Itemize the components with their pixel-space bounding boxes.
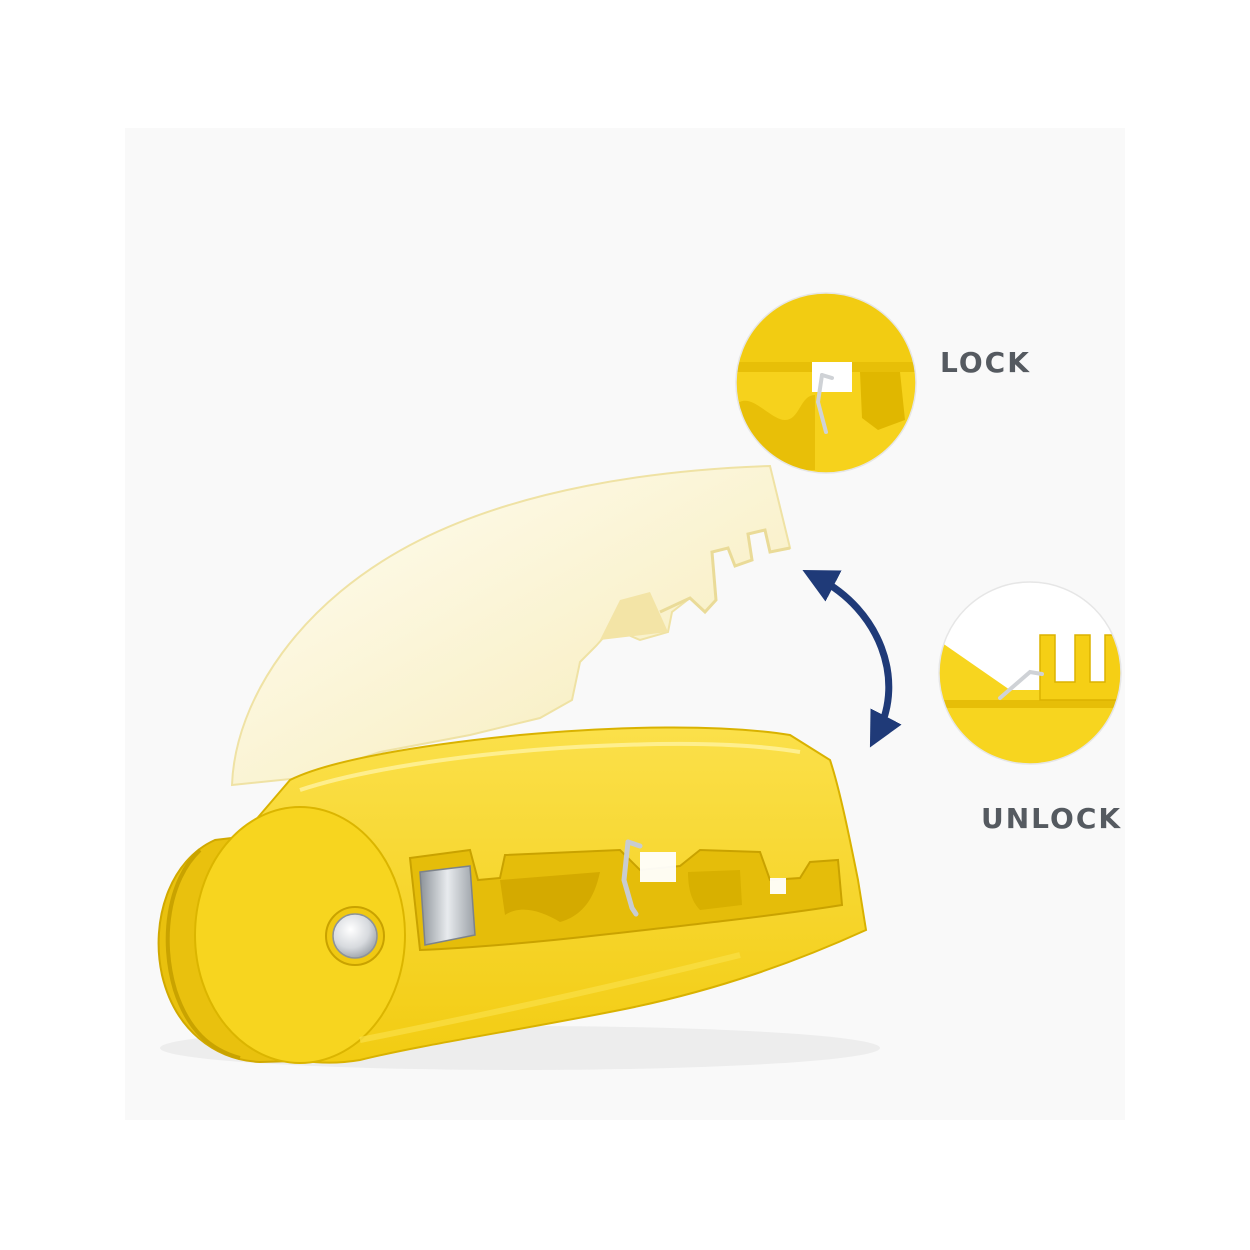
metal-pivot-rivet-icon: [325, 906, 385, 966]
lock-detail-circle: [735, 292, 917, 474]
tool-body: [157, 726, 868, 1064]
unlock-detail-circle: [938, 581, 1122, 765]
double-headed-curved-arrow-icon: [802, 569, 902, 748]
unlock-label: UNLOCK: [981, 802, 1123, 835]
tool-lid: [230, 464, 792, 787]
lock-label: LOCK: [940, 346, 1031, 379]
